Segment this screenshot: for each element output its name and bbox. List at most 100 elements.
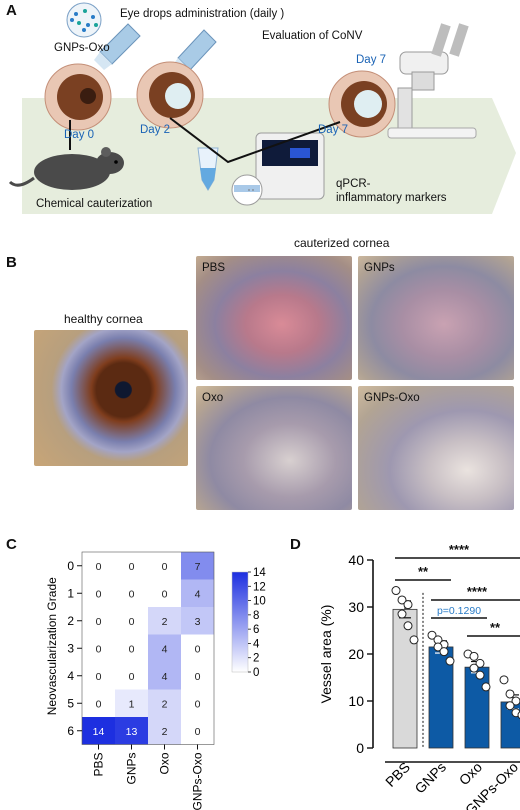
heatmap-y-axis-label: Neovascularization Grade	[45, 577, 59, 715]
heatmap-cell-value: 13	[126, 726, 138, 738]
colorbar-tick-label: 12	[253, 581, 266, 593]
heatmap-y-tick-label: 5	[67, 696, 74, 710]
data-point	[481, 682, 491, 692]
heatmap-cell-value: 0	[129, 643, 135, 655]
gnps-oxo-photo-label: GNPs-Oxo	[364, 392, 420, 404]
significance-label: **	[490, 620, 501, 635]
heatmap-cell	[148, 717, 181, 745]
data-point	[505, 689, 515, 699]
heatmap-cell-value: 0	[195, 671, 201, 683]
heatmap-y-tick-label: 1	[67, 586, 74, 600]
heatmap-cell	[82, 689, 115, 717]
heatmap-cell	[82, 607, 115, 635]
colorbar-tick-label: 0	[253, 667, 259, 679]
data-point	[397, 609, 407, 619]
data-point	[445, 656, 455, 666]
pcr-plate-icon	[231, 174, 263, 206]
cauterization-text: Chemical cauterization	[36, 198, 153, 210]
significance-label: p=0.1290	[437, 605, 481, 617]
heatmap-cell-value: 0	[129, 561, 135, 573]
heatmap-cell-value: 0	[195, 643, 201, 655]
data-point	[433, 642, 443, 652]
heatmap-cell	[115, 634, 148, 662]
bar	[392, 608, 418, 749]
microscope-icon	[387, 23, 477, 139]
heatmap-cell	[181, 689, 214, 717]
heatmap-cell	[115, 552, 148, 580]
heatmap-y-tick-label: 2	[67, 614, 74, 628]
heatmap-cell	[148, 552, 181, 580]
bar	[464, 666, 490, 749]
data-point	[505, 701, 515, 711]
heatmap-x-tick-label: Oxo	[158, 752, 172, 774]
heatmap-cell-value: 14	[93, 726, 105, 738]
heatmap-y-tick-label: 6	[67, 724, 74, 738]
data-point	[403, 621, 413, 631]
panel-a-label: A	[6, 2, 17, 19]
heatmap-cell	[82, 662, 115, 690]
heatmap-cell-value: 0	[162, 588, 168, 600]
pbs-photo-label: PBS	[202, 262, 226, 274]
heatmap-cell	[148, 579, 181, 607]
colorbar-tick-label: 14	[253, 567, 266, 579]
colorbar-tick-label: 6	[253, 624, 259, 636]
data-point	[427, 630, 437, 640]
panel-a-schematic	[8, 2, 516, 214]
healthy-cornea-title: healthy cornea	[64, 312, 143, 326]
heatmap-cell-value: 0	[195, 726, 201, 738]
heatmap-x-tick-label: PBS	[92, 753, 106, 777]
heatmap-cell-value: 0	[129, 616, 135, 628]
colorbar-tick-label: 4	[253, 638, 260, 650]
panel-b-label: B	[6, 254, 17, 271]
colorbar-tick-label: 2	[253, 653, 259, 665]
colorbar-tick-label: 10	[253, 596, 266, 608]
y-tick-label: 30	[348, 599, 364, 615]
data-point	[397, 595, 407, 605]
x-tick-label: GNPs	[411, 759, 449, 797]
oxo-photo-label: Oxo	[202, 392, 224, 404]
x-tick-label: PBS	[382, 759, 413, 790]
data-point	[391, 586, 401, 596]
heatmap-cell-value: 0	[96, 616, 102, 628]
nanoparticle-cluster-icon	[66, 2, 102, 38]
y-tick-label: 20	[348, 646, 364, 662]
heatmap-cell	[181, 579, 214, 607]
eye-drops-text: Eye drops administration (daily )	[120, 8, 285, 20]
heatmap-cell	[115, 662, 148, 690]
data-point	[475, 658, 485, 668]
heatmap-cell	[115, 579, 148, 607]
heatmap-y-tick-label: 4	[67, 669, 74, 683]
heatmap-cell-value: 1	[129, 698, 135, 710]
gnps-photo-label: GNPs	[364, 262, 395, 274]
data-point	[469, 651, 479, 661]
panel-c-label: C	[6, 536, 17, 553]
heatmap-cell-value: 0	[96, 671, 102, 683]
gnps-oxo-cornea-photo: GNPs-Oxo	[358, 386, 514, 510]
day0-label: Day 0	[64, 129, 95, 141]
heatmap-cell-value: 2	[162, 616, 168, 628]
heatmap-cell	[82, 717, 115, 745]
significance-label: ****	[449, 542, 470, 557]
eye-day2-icon	[136, 61, 204, 129]
significance-label: **	[418, 564, 429, 579]
heatmap-cell-value: 0	[195, 698, 201, 710]
significance-label: ****	[467, 584, 488, 599]
heatmap-cell-value: 0	[162, 561, 168, 573]
healthy-cornea-photo	[34, 330, 188, 466]
data-point	[511, 696, 520, 706]
data-point	[409, 635, 419, 645]
oxo-cornea-photo: Oxo	[196, 386, 352, 510]
data-point	[475, 670, 485, 680]
heatmap-cell	[148, 634, 181, 662]
y-tick-label: 40	[348, 552, 364, 568]
data-point	[439, 647, 449, 657]
heatmap-cell	[82, 552, 115, 580]
heatmap-cell	[148, 662, 181, 690]
mouse-icon	[8, 147, 124, 190]
heatmap-cell-value: 3	[195, 616, 201, 628]
heatmap-cell	[181, 662, 214, 690]
heatmap-cell-value: 0	[129, 588, 135, 600]
qpcr-machine-icon	[255, 132, 325, 200]
evaluation-text: Evaluation of CoNV	[262, 30, 363, 42]
